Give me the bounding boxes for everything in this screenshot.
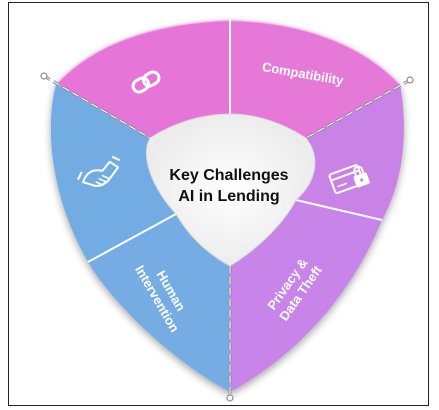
handshake-icon (77, 155, 121, 187)
chain-divider-left (40, 72, 151, 140)
chain-link-icon (131, 70, 161, 94)
chain-divider-right (305, 76, 414, 140)
center-hub (146, 113, 316, 267)
segment-right-lower (230, 200, 382, 392)
center-title-line2: AI in Lending (178, 188, 279, 205)
chain-divider-bottom (226, 266, 234, 402)
center-title-line1: Key Challenges (169, 167, 288, 184)
segment-top-right (230, 20, 400, 138)
segment-left-lower (88, 214, 230, 392)
segment-right-upper (296, 84, 404, 220)
credit-card-lock-icon (328, 164, 370, 195)
